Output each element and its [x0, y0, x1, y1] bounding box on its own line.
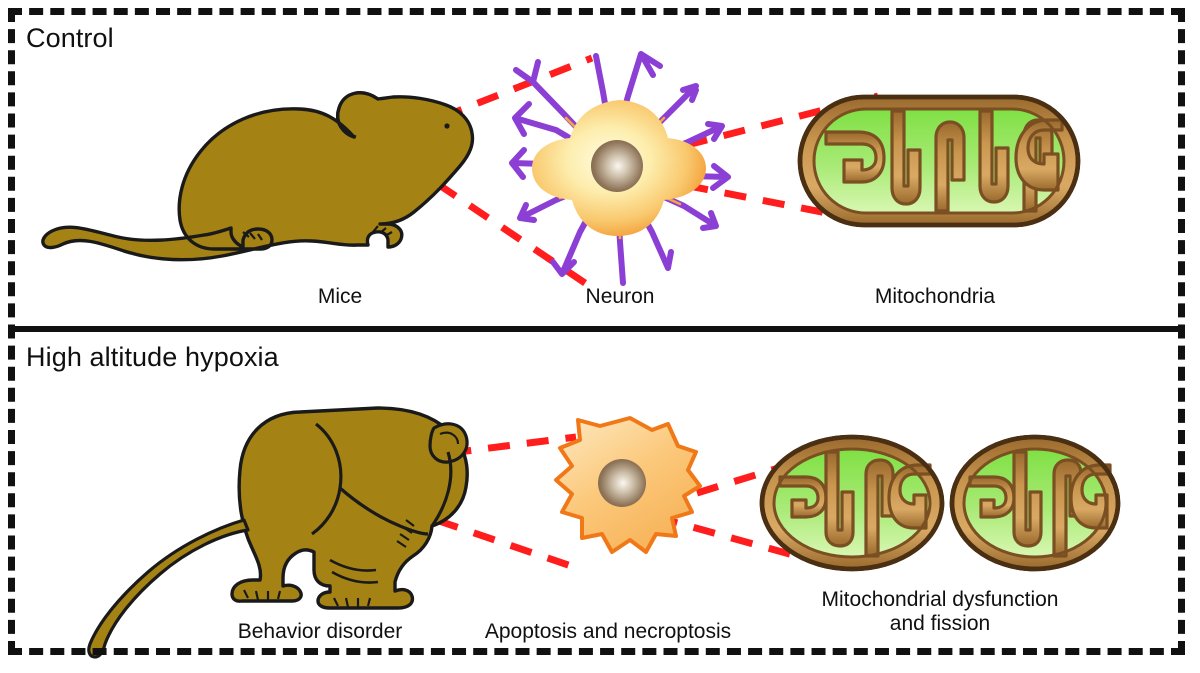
caption-mitochondria: Mitochondria [874, 285, 996, 308]
panel-title-control: Control [26, 23, 114, 53]
caption-fission-line-2: and fission [889, 611, 991, 635]
panel-title-hypoxia: High altitude hypoxia [26, 342, 279, 372]
panel-control: Control [15, 15, 1185, 326]
caption-mitochondrial-dysfunction: Mitochondrial dysfunction and fission [780, 588, 1100, 636]
caption-apoptosis-necroptosis: Apoptosis and necroptosis [484, 620, 732, 643]
caption-mice: Mice [317, 285, 363, 308]
caption-fission-line-1: Mitochondrial dysfunction [821, 588, 1059, 611]
caption-neuron: Neuron [585, 285, 655, 308]
panel-divider [15, 326, 1185, 332]
caption-behavior-disorder: Behavior disorder [237, 620, 403, 643]
panel-hypoxia: High altitude hypoxia [15, 332, 1185, 648]
